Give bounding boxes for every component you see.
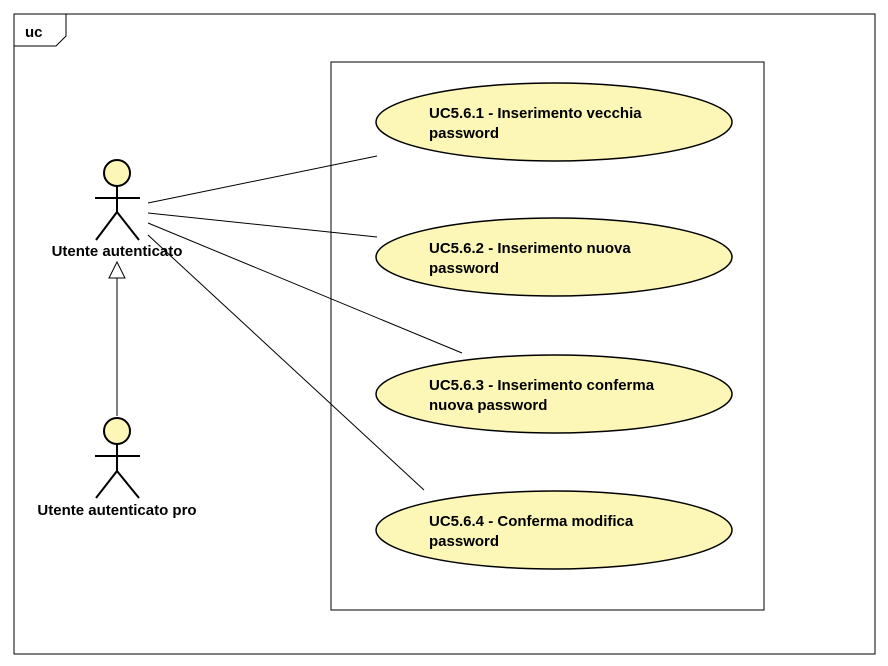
use-case-uc5-6-4[interactable]: UC5.6.4 - Conferma modifica password <box>375 490 733 570</box>
association-uc1 <box>147 155 378 204</box>
use-case-label-line1: UC5.6.4 - Conferma modifica <box>429 513 634 530</box>
generalization-arrowhead <box>108 260 126 279</box>
use-case-label-line2: password <box>429 125 499 142</box>
association-uc4 <box>147 234 425 491</box>
frame-label: uc <box>25 24 43 41</box>
actor-label-utente-autenticato: Utente autenticato <box>52 243 183 260</box>
use-case-label-line1: UC5.6.1 - Inserimento vecchia <box>429 105 642 122</box>
use-case-ellipse <box>375 217 733 297</box>
use-case-label-line1: UC5.6.3 - Inserimento conferma <box>429 377 655 394</box>
actor-right-leg <box>116 211 140 241</box>
use-case-uc5-6-2[interactable]: UC5.6.2 - Inserimento nuova password <box>375 217 733 297</box>
use-case-ellipse <box>375 490 733 570</box>
frame-tab <box>14 14 67 47</box>
actor-label-utente-autenticato-pro: Utente autenticato pro <box>37 502 196 519</box>
association-uc2 <box>147 212 378 238</box>
actor-head <box>103 159 131 187</box>
association-uc3 <box>147 222 463 354</box>
actor-left-leg <box>95 470 118 499</box>
associations <box>147 155 463 491</box>
actor-head <box>103 417 131 445</box>
use-case-uc5-6-1[interactable]: UC5.6.1 - Inserimento vecchia password <box>375 82 733 162</box>
use-case-ellipse <box>375 354 733 434</box>
actor-right-leg <box>116 470 140 499</box>
actor-utente-autenticato[interactable] <box>95 159 140 241</box>
use-case-uc5-6-3[interactable]: UC5.6.3 - Inserimento conferma nuova pas… <box>375 354 733 434</box>
use-case-ellipse <box>375 82 733 162</box>
use-case-label-line2: nuova password <box>429 397 547 414</box>
actor-left-leg <box>95 211 118 241</box>
use-case-label-line1: UC5.6.2 - Inserimento nuova <box>429 240 631 257</box>
use-case-label-line2: password <box>429 260 499 277</box>
actor-utente-autenticato-pro[interactable] <box>95 417 140 499</box>
use-case-label-line2: password <box>429 533 499 550</box>
